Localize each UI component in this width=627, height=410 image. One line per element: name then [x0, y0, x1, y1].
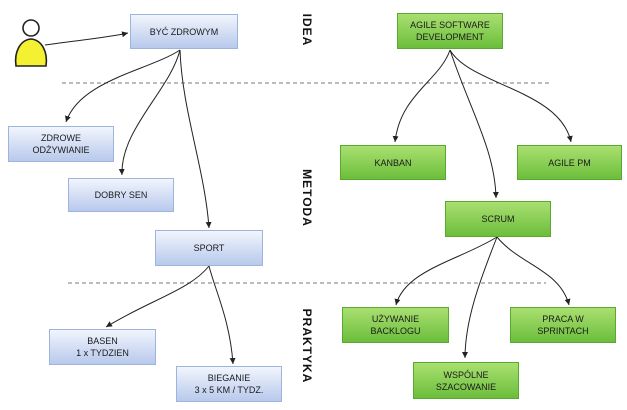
section-label-metoda: METODA — [300, 169, 314, 227]
arrow-sport-to-pool — [105, 265, 210, 328]
box-zdrowe-odzywianie: ZDROWE ODŻYWIANIE — [8, 126, 114, 162]
arrow-agile-to-kanban — [392, 49, 451, 143]
arrow-agile-to-agilepm — [449, 49, 573, 143]
arrow-agile-to-scrum — [449, 49, 499, 199]
box-agile-pm: AGILE PM — [517, 145, 622, 180]
box-sport: SPORT — [155, 230, 263, 266]
arrow-person-to-root — [44, 31, 129, 46]
box-dobry-sen: DOBRY SEN — [68, 178, 174, 212]
box-scrum: SCRUM — [445, 201, 551, 237]
arrow-root-to-sleep — [118, 49, 181, 176]
arrow-scrum-to-sprints — [496, 236, 571, 306]
arrow-sport-to-running — [208, 265, 236, 365]
box-basen: BASEN 1 x TYDZIEN — [49, 329, 156, 365]
section-label-praktyka: PRAKTYKA — [300, 308, 314, 384]
section-label-idea: IDEA — [300, 13, 314, 47]
box-wspolne-szacowanie: WSPÓLNE SZACOWANIE — [413, 362, 519, 399]
arrow-scrum-to-estimation — [462, 236, 498, 359]
arrow-scrum-to-backlog — [394, 236, 498, 306]
arrow-root-to-diet — [65, 49, 181, 123]
box-kanban: KANBAN — [340, 145, 446, 180]
box-agile-software-development: AGILE SOFTWARE DEVELOPMENT — [397, 13, 503, 49]
box-byc-zdrowym: BYĆ ZDROWYM — [130, 14, 238, 49]
box-bieganie: BIEGANIE 3 x 5 KM / TYDZ. — [176, 366, 282, 402]
person-icon — [14, 19, 48, 67]
box-praca-w-sprintach: PRACA W SPRINTACH — [510, 307, 616, 343]
arrow-root-to-sport — [179, 49, 212, 229]
box-uzywanie-backlogu: UŻYWANIE BACKLOGU — [342, 307, 449, 343]
